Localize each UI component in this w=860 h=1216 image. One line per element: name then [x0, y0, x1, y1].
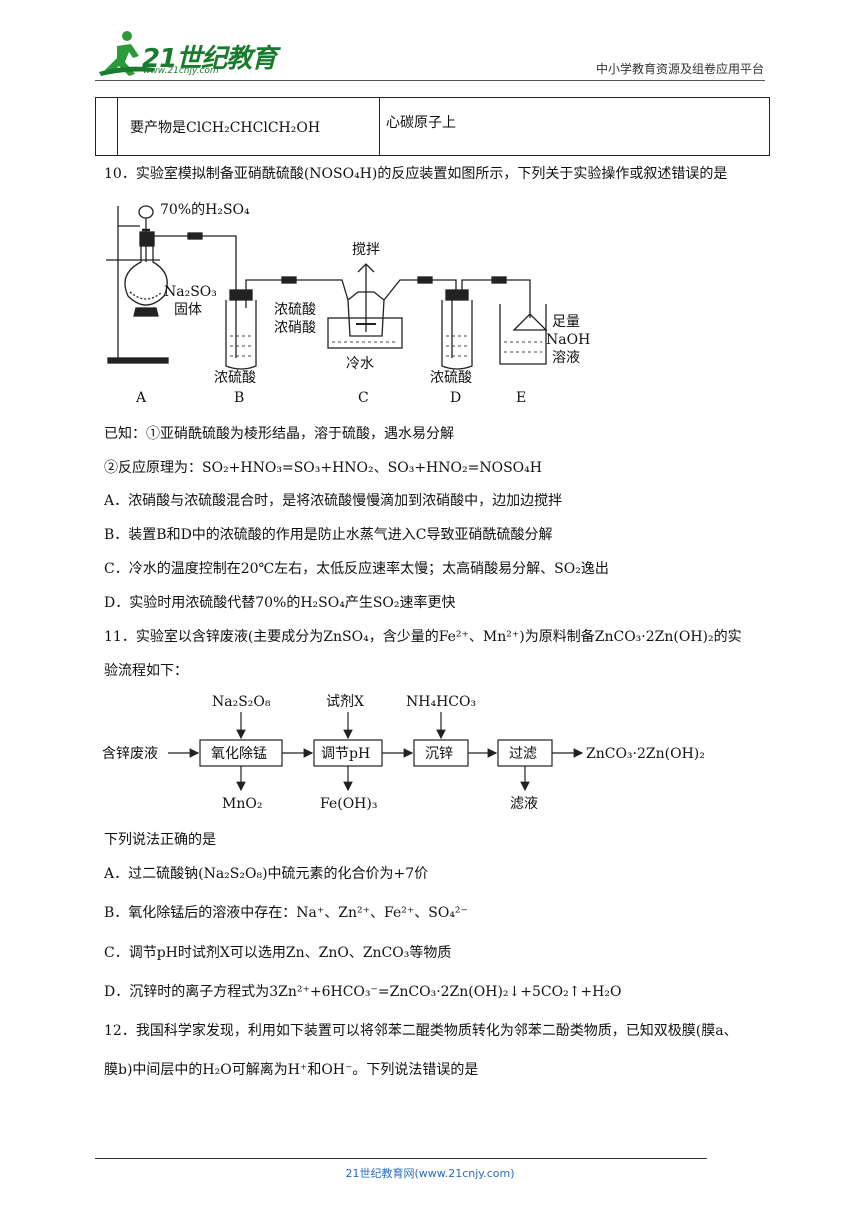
table-row: 要产物是ClCH₂CHClCH₂OH 心碳原子上	[95, 97, 770, 156]
label-acid: 70%的H₂SO₄	[160, 202, 250, 218]
q11-option-a: A．过二硫酸钠(Na₂S₂O₈)中硫元素的化合价为+7价	[104, 866, 429, 882]
flow-output-1: MnO₂	[222, 796, 262, 812]
q10-known-2: ②反应原理为：SO₂+HNO₃=SO₃+HNO₂、SO₃+HNO₂=NOSO₄H	[104, 460, 542, 476]
table-cell-empty	[95, 97, 118, 156]
label-b: B	[234, 390, 244, 406]
header-platform-name: 中小学教育资源及组卷应用平台	[595, 62, 764, 76]
logo-runner-icon	[99, 31, 155, 76]
bottle-d-stopper	[445, 289, 469, 301]
q10-stem: 10．实验室模拟制备亚硝酰硫酸(NOSO₄H)的反应装置如图所示，下列关于实验操…	[104, 166, 728, 182]
header-rule	[95, 80, 765, 81]
flow-product: ZnCO₃·2Zn(OH)₂	[586, 746, 705, 762]
q10-known-1: 已知：①亚硝酰硫酸为棱形结晶，溶于硫酸，遇水易分解	[104, 426, 454, 442]
answer-table: 要产物是ClCH₂CHClCH₂OH 心碳原子上	[95, 97, 770, 156]
q11-option-b: B．氧化除锰后的溶液中存在：Na⁺、Zn²⁺、Fe²⁺、SO₄²⁻	[104, 905, 468, 921]
label-conc-h2so4: 浓硫酸	[274, 302, 316, 318]
q10-option-b: B．装置B和D中的浓硫酸的作用是防止水蒸气进入C导致亚硝酰硫酸分解	[104, 527, 553, 543]
stopper	[139, 231, 155, 247]
q10-option-c: C．冷水的温度控制在20℃左右，太低反应速率太慢；太高硝酸易分解、SO₂逸出	[104, 561, 609, 577]
flow-output-3: 滤液	[510, 796, 538, 812]
q11-stem-2: 验流程如下：	[104, 663, 188, 679]
table-cell: 要产物是ClCH₂CHClCH₂OH	[117, 97, 380, 156]
apparatus-diagram: 70%的H₂SO₄ Na₂SO₃ 固体 搅拌 浓硫酸 浓硝酸 冷水 浓硫酸 浓硫…	[106, 202, 590, 406]
flow-input-1: Na₂S₂O₈	[212, 694, 271, 710]
label-na2so3: Na₂SO₃	[164, 284, 217, 300]
flow-step-ph: 调节pH	[321, 746, 370, 762]
flow-input-3: NH₄HCO₃	[406, 694, 476, 710]
naoh-beaker-e	[499, 304, 547, 365]
label-a: A	[135, 390, 147, 406]
label-d: D	[450, 390, 461, 406]
label-d-liquid: 浓硫酸	[430, 370, 472, 386]
flow-start: 含锌废液	[102, 746, 158, 762]
q12-stem-1: 12．我国科学家发现，利用如下装置可以将邻苯二醌类物质转化为邻苯二酚类物质，已知…	[104, 1023, 738, 1039]
label-conc-hno3: 浓硝酸	[274, 320, 316, 336]
dropping-funnel	[138, 205, 154, 219]
label-excess: 足量	[552, 314, 580, 330]
flow-input-2: 试剂X	[326, 694, 364, 710]
process-flow-diagram: 含锌废液 氧化除锰 调节pH 沉锌 过滤 ZnCO₃·2Zn(OH)₂ Na₂S…	[102, 694, 705, 812]
label-naoh: NaOH	[546, 332, 590, 348]
q10-option-d: D．实验时用浓硫酸代替70%的H₂SO₄产生SO₂速率更快	[104, 595, 456, 611]
label-solution: 溶液	[552, 350, 580, 366]
q10-option-a: A．浓硝酸与浓硫酸混合时，是将浓硫酸慢慢滴加到浓硝酸中，边加边搅拌	[104, 493, 563, 509]
bottle-b-stopper	[229, 289, 253, 301]
label-b-liquid: 浓硫酸	[214, 370, 256, 386]
wash-bottle-d	[441, 300, 473, 370]
logo-url: www.21cnjy.com	[143, 66, 219, 76]
cold-water-bath	[327, 317, 403, 349]
flow-step-oxidize: 氧化除锰	[211, 746, 267, 762]
q11-prompt: 下列说法正确的是	[104, 832, 216, 848]
table-cell: 心碳原子上	[379, 97, 770, 156]
q12-stem-2: 膜b)中间层中的H₂O可解离为H⁺和OH⁻。下列说法错误的是	[104, 1062, 479, 1078]
label-stir: 搅拌	[352, 242, 380, 258]
q11-stem-1: 11．实验室以含锌废液(主要成分为ZnSO₄，含少量的Fe²⁺、Mn²⁺)为原料…	[104, 629, 742, 645]
footer-rule	[95, 1158, 707, 1159]
label-c: C	[358, 390, 369, 406]
label-e: E	[516, 390, 526, 406]
stand-base	[107, 357, 169, 364]
round-bottom-flask	[124, 246, 168, 306]
logo-text: 21世纪教育	[142, 44, 277, 74]
wash-bottle-b	[225, 300, 257, 370]
flow-step-precip: 沉锌	[425, 746, 453, 762]
flow-output-2: Fe(OH)₃	[320, 796, 377, 812]
flow-step-filter: 过滤	[509, 746, 537, 762]
q11-option-c: C．调节pH时试剂X可以选用Zn、ZnO、ZnCO₃等物质	[104, 945, 452, 961]
label-solid: 固体	[174, 302, 202, 318]
label-cold-water: 冷水	[346, 356, 374, 372]
footer-link[interactable]: 21世纪教育网(www.21cnjy.com)	[345, 1167, 515, 1180]
q11-option-d: D．沉锌时的离子方程式为3Zn²⁺+6HCO₃⁻=ZnCO₃·2Zn(OH)₂↓…	[104, 984, 622, 1000]
